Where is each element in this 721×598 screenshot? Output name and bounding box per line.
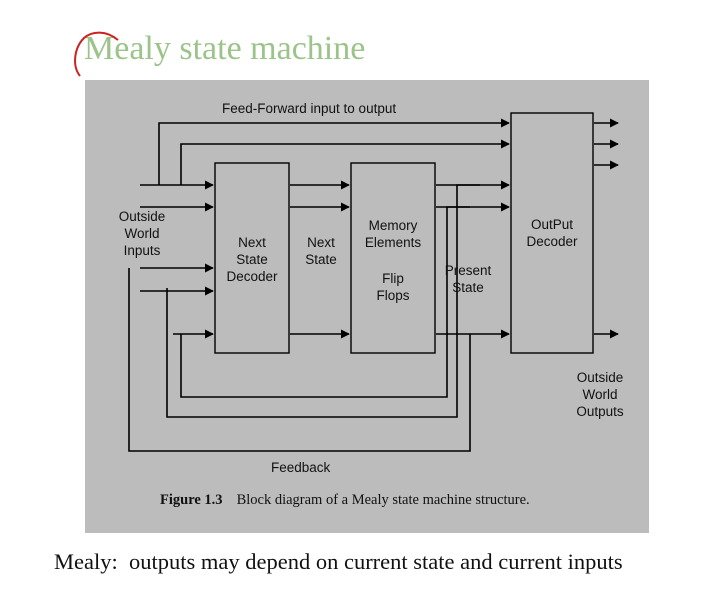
block-diagram: [128, 112, 619, 452]
next-state-decoder-label: Next State Decoder: [226, 235, 278, 284]
feedback-loop-2: [166, 184, 480, 418]
figure-number: Figure 1.3: [160, 492, 223, 508]
next-state-label: Next State: [305, 235, 337, 267]
title-annotation-mark: [74, 31, 119, 77]
outputs-label: Outside World Outputs: [576, 370, 624, 419]
figure-caption-text: Block diagram of a Mealy state machine s…: [236, 492, 530, 508]
feedback-loop-1: [180, 206, 470, 398]
inputs-label: Outside World Inputs: [118, 209, 166, 258]
output-decoder-block: [510, 112, 594, 354]
feedforward-line-1: [158, 118, 510, 185]
feedforward-label: Feed-Forward input to output: [222, 101, 397, 116]
flip-flops-label: Flip Flops: [376, 271, 410, 303]
slide-footnote: Mealy: outputs may depend on current sta…: [54, 549, 623, 574]
present-state-label: Present State: [444, 263, 492, 295]
next-state-decoder-block: [214, 162, 290, 354]
figure-panel: Feed-Forward input to output Outside Wor…: [85, 80, 649, 533]
memory-elements-label: Memory Elements: [364, 218, 422, 250]
memory-elements-block: [350, 162, 436, 354]
feedforward-line-2: [180, 139, 510, 185]
feedback-label: Feedback: [271, 460, 331, 475]
output-decoder-label: OutPut Decoder: [526, 217, 578, 249]
slide-title: Mealy state machine: [84, 30, 366, 67]
figure-caption: Figure 1.3 Block diagram of a Mealy state…: [160, 492, 530, 509]
feedback-loop-3: [128, 268, 471, 452]
